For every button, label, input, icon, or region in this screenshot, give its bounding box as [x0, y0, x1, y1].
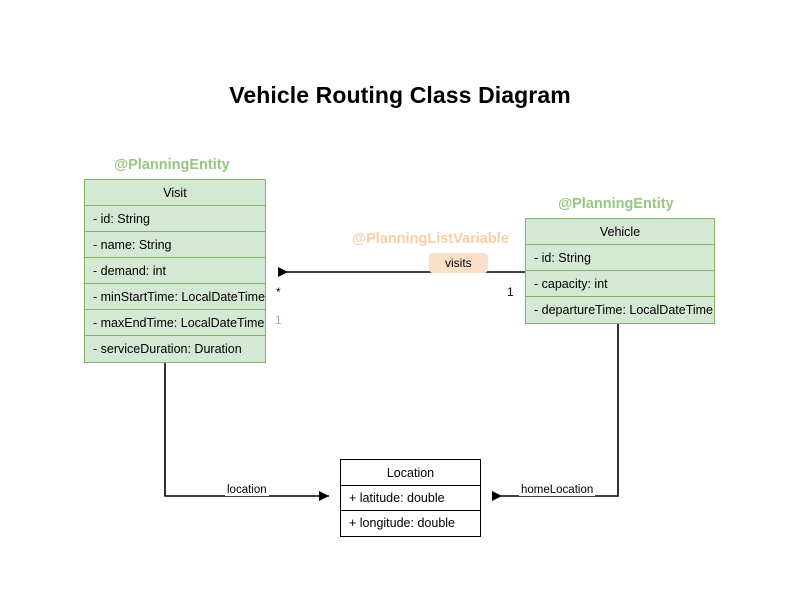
- class-name-location: Location: [341, 460, 480, 486]
- class-attribute: - serviceDuration: Duration: [93, 342, 242, 356]
- class-name-vehicle: Vehicle: [526, 219, 714, 245]
- class-attribute: - capacity: int: [526, 271, 714, 297]
- multiplicity-vehicle-one: 1: [507, 285, 514, 299]
- edge-label-visits: visits: [429, 253, 488, 273]
- class-attribute: - demand: int: [85, 258, 265, 284]
- stereotype-vehicle: @PlanningEntity: [558, 196, 674, 212]
- page-title: Vehicle Routing Class Diagram: [229, 82, 571, 108]
- stereotype-planning-list-variable: @PlanningListVariable: [352, 231, 509, 247]
- class-attribute: + longitude: double: [349, 516, 455, 530]
- edge-label-location: location: [225, 484, 269, 496]
- class-attribute: - maxEndTime: LocalDateTime: [85, 310, 265, 336]
- class-attribute: - departureTime: LocalDateTime: [534, 303, 714, 317]
- multiplicity-visit-one: 1: [275, 313, 282, 327]
- class-attribute: - id: String: [85, 206, 265, 232]
- edge-label-home-location: homeLocation: [519, 484, 596, 496]
- class-attribute: - id: String: [526, 245, 714, 271]
- edge-home-location: [492, 323, 619, 501]
- class-name-visit: Visit: [85, 180, 265, 206]
- stereotype-visit: @PlanningEntity: [114, 157, 230, 173]
- class-attribute: - minStartTime: LocalDateTime: [85, 284, 265, 310]
- class-box-vehicle[interactable]: Vehicle - id: String - capacity: int - d…: [525, 218, 715, 324]
- class-box-location[interactable]: Location + latitude: double + longitude:…: [340, 459, 481, 537]
- class-attribute: - name: String: [85, 232, 265, 258]
- class-box-visit[interactable]: Visit - id: String - name: String - dema…: [84, 179, 266, 363]
- class-attribute: + latitude: double: [341, 486, 480, 511]
- multiplicity-visit-star: *: [276, 285, 281, 299]
- edge-location: [164, 363, 329, 501]
